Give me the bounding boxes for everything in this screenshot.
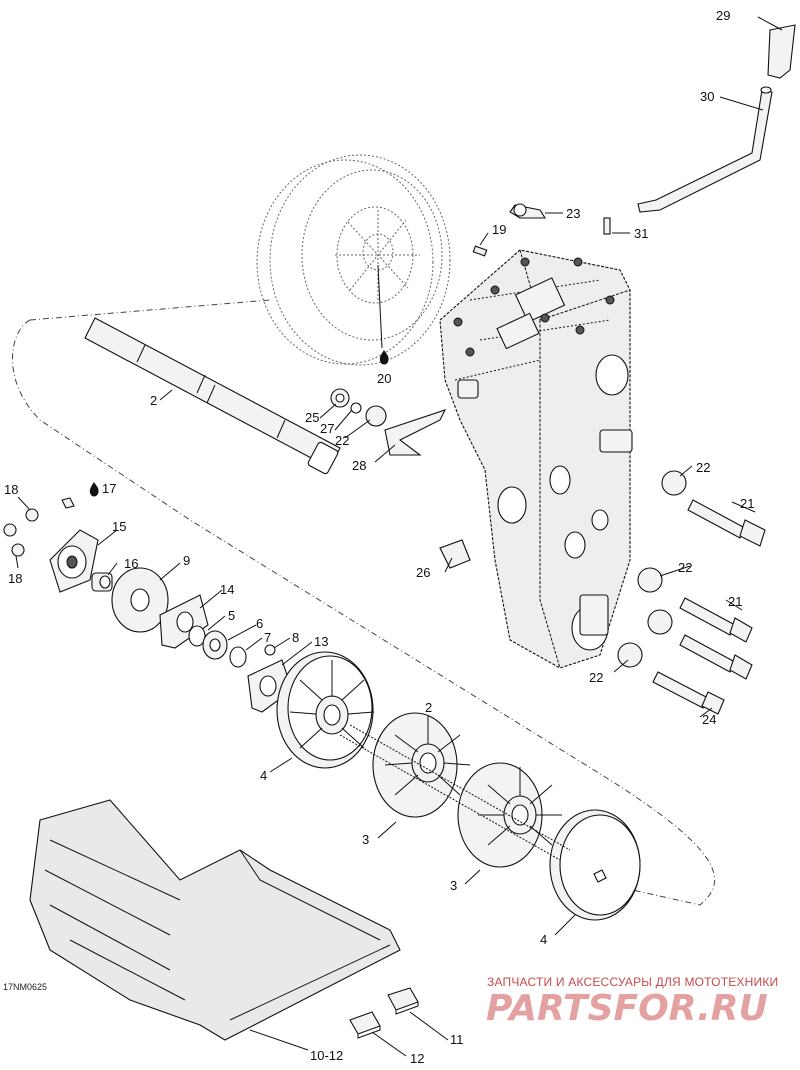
callout-2: 2	[150, 393, 157, 408]
oil-drop-icon	[89, 482, 99, 497]
callout-6: 6	[256, 616, 263, 631]
callout-28: 28	[352, 458, 366, 473]
fitting-17	[61, 497, 75, 509]
callout-24: 24	[702, 712, 716, 727]
handle-grip	[767, 24, 796, 79]
callout-13: 13	[314, 634, 328, 649]
callout-25: 25	[305, 410, 319, 425]
bolt-22-e	[679, 634, 753, 680]
callout-21-b: 21	[728, 594, 742, 609]
bearing-22-b	[637, 567, 663, 593]
track-belt	[29, 799, 401, 1041]
watermark-logo: PARTSFOR.RU	[486, 988, 768, 1029]
plate-28	[384, 409, 447, 456]
nut-25-hole	[335, 393, 345, 403]
bearing-22-a	[661, 470, 687, 496]
callout-22-b: 22	[678, 560, 692, 575]
shaft	[84, 317, 341, 475]
bearing-6	[202, 630, 228, 660]
callout-31: 31	[634, 226, 648, 241]
callout-16: 16	[124, 556, 138, 571]
spacer-26	[439, 539, 471, 569]
callout-9: 9	[183, 553, 190, 568]
watermark-tagline: ЗАПЧАСТИ И АКСЕССУАРЫ ДЛЯ МОТОТЕХНИКИ	[487, 975, 778, 989]
nut-18-c	[11, 543, 25, 557]
clip-12	[349, 1011, 381, 1039]
callout-4-top: 4	[260, 768, 267, 783]
callout-19: 19	[492, 222, 506, 237]
pulley-ghost	[256, 154, 451, 366]
callout-22-top: 22	[335, 433, 349, 448]
callout-12: 12	[410, 1051, 424, 1066]
bolt-24	[652, 671, 725, 715]
bearing-16	[91, 572, 113, 592]
callout-30: 30	[700, 89, 714, 104]
nut-18-a	[25, 508, 39, 522]
callout-26: 26	[416, 565, 430, 580]
callout-8: 8	[292, 630, 299, 645]
callout-14: 14	[220, 582, 234, 597]
callout-29: 29	[716, 8, 730, 23]
callout-4-bottom: 4	[540, 932, 547, 947]
washer-27	[350, 402, 362, 414]
sprocket-3-a	[372, 712, 471, 818]
oil-drop-icon	[379, 350, 389, 365]
ring-5	[188, 625, 206, 647]
callout-22-c: 22	[589, 670, 603, 685]
callout-21-a: 21	[740, 496, 754, 511]
sprocket-4-right	[549, 809, 641, 921]
clip-23	[509, 203, 546, 219]
callout-10-12: 10-12	[310, 1048, 343, 1063]
sprocket-4-left	[276, 651, 375, 769]
callout-15: 15	[112, 519, 126, 534]
callout-5: 5	[228, 608, 235, 623]
callout-22-a: 22	[696, 460, 710, 475]
reference-code: 17NM0625	[3, 982, 47, 992]
ring-7	[229, 646, 247, 668]
callout-11: 11	[450, 1032, 464, 1047]
bearing-housing-15	[49, 529, 99, 593]
oring-8	[264, 644, 276, 656]
bolt-21-a	[687, 499, 766, 547]
track-outline	[12, 299, 715, 906]
callout-2-mid: 2	[425, 700, 432, 715]
callout-20: 20	[377, 371, 391, 386]
callout-labels: 29 30 23 19 31 20 2 25 27 22 28 17 18 15…	[4, 8, 754, 1066]
callout-18-top: 18	[4, 482, 18, 497]
callout-17: 17	[102, 481, 116, 496]
leader-lines	[15, 16, 783, 1057]
pin-19	[472, 245, 488, 257]
callout-27: 27	[320, 421, 334, 436]
nut-18-b	[3, 523, 17, 537]
callout-3-b: 3	[450, 878, 457, 893]
callout-7: 7	[264, 630, 271, 645]
bearing-22-top	[365, 405, 387, 427]
sprocket-3-b	[457, 762, 562, 868]
spline-shaft	[339, 724, 571, 861]
bolt-21-b	[679, 597, 753, 643]
callout-3-a: 3	[362, 832, 369, 847]
crank-handle	[637, 86, 773, 213]
bearing-22-d	[617, 642, 643, 668]
pin-31	[603, 217, 611, 235]
callout-18-bottom: 18	[8, 571, 22, 586]
gearbox	[439, 249, 633, 669]
bearing-22-c	[647, 609, 673, 635]
plate-9	[111, 567, 169, 633]
callout-23: 23	[566, 206, 580, 221]
clip-11	[387, 987, 419, 1015]
